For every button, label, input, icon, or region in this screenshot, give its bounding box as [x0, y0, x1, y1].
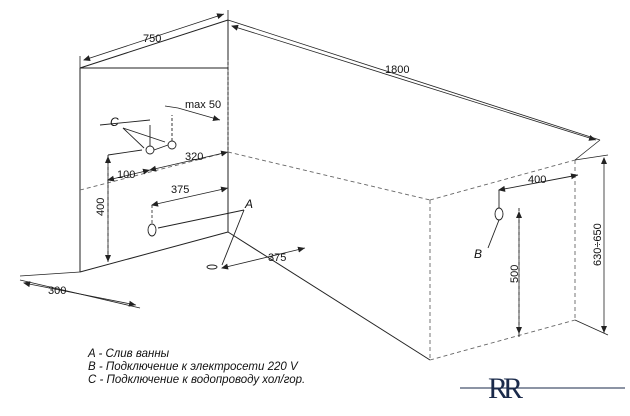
legend: A - Слив ванны B - Подключение к электро… — [88, 348, 305, 387]
dim-100 — [107, 168, 151, 182]
dim-300-label: 300 — [48, 285, 66, 297]
dim-320 — [149, 150, 229, 172]
connection-c — [99, 115, 177, 262]
connection-b — [487, 173, 579, 338]
dim-max50-label: max 50 — [185, 99, 221, 111]
dim-375-upper-label: 375 — [171, 184, 189, 196]
room-walls — [79, 19, 431, 361]
svg-text:R: R — [503, 372, 523, 405]
dim-375-lower — [221, 246, 306, 270]
drain-a — [147, 209, 245, 270]
marker-a: A — [244, 197, 253, 211]
brand-logo: R R — [460, 372, 625, 405]
legend-item-c: C - Подключение к водопроводу хол/гор. — [88, 374, 306, 386]
dim-375-lower-label: 375 — [268, 252, 286, 264]
dim-1800-label: 1800 — [385, 64, 409, 76]
dim-630-650-label: 630÷650 — [592, 223, 604, 266]
marker-c: C — [110, 115, 119, 129]
dim-1800 — [227, 19, 601, 161]
marker-b: B — [474, 247, 482, 261]
dim-375-upper — [151, 186, 229, 226]
dim-500-label: 500 — [509, 265, 521, 283]
dim-750-label: 750 — [143, 33, 161, 45]
dim-320-label: 320 — [185, 151, 203, 163]
legend-item-b: B - Подключение к электросети 220 V — [88, 361, 298, 373]
dim-300 — [19, 271, 141, 309]
svg-text:R: R — [488, 372, 508, 405]
dim-100-label: 100 — [117, 169, 135, 181]
dim-400-left-label: 400 — [95, 198, 107, 216]
dim-750 — [79, 10, 229, 68]
dim-400-right-label: 400 — [528, 174, 546, 186]
legend-item-a: A - Слив ванны — [88, 348, 170, 360]
dim-max50 — [164, 105, 221, 121]
dim-630-650 — [574, 154, 609, 336]
